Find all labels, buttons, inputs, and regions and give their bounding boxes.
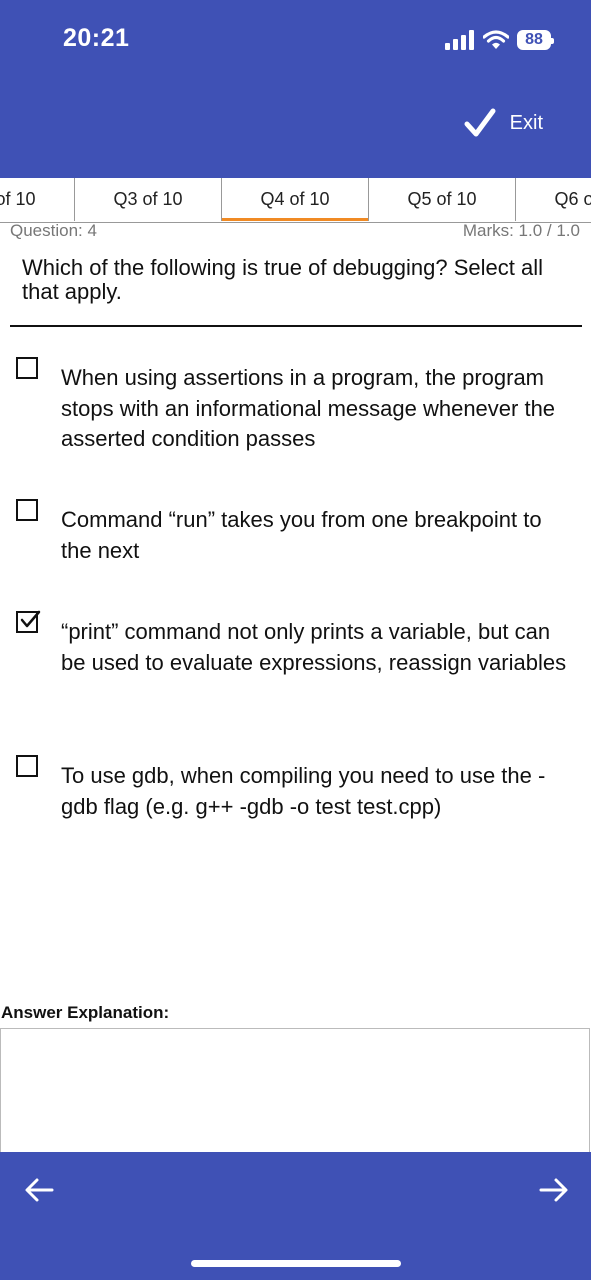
tab-q3[interactable]: Q3 of 10 [75, 178, 222, 221]
status-icons: 88 [445, 26, 554, 54]
option-checkbox[interactable] [16, 357, 38, 379]
question-number: Question: 4 [10, 221, 97, 240]
option-text: “print” command not only prints a variab… [61, 619, 567, 675]
home-indicator[interactable] [191, 1260, 401, 1267]
arrow-right-icon [539, 1178, 568, 1202]
option-checkbox[interactable] [16, 755, 38, 777]
option-text: Command “run” takes you from one breakpo… [61, 507, 542, 563]
tab-label: Q5 of 10 [407, 189, 477, 209]
exit-label: Exit [509, 111, 543, 134]
next-question-button[interactable] [535, 1174, 571, 1206]
answer-explanation-box [0, 1028, 590, 1158]
question-marks: Marks: 1.0 / 1.0 [462, 221, 580, 240]
tab-q2[interactable]: Q2 of 10 [0, 178, 75, 221]
question-tabs: Q2 of 10 Q3 of 10 Q4 of 10 Q5 of 10 Q6 o… [0, 178, 591, 223]
question-text: Which of the following is true of debugg… [22, 255, 543, 304]
exit-button[interactable]: Exit [464, 108, 543, 138]
status-time: 20:21 [63, 24, 130, 52]
top-app-bar: 20:21 88 Exit [0, 0, 591, 178]
option-text: When using assertions in a program, the … [61, 365, 556, 451]
battery-level: 88 [525, 31, 543, 48]
option-checkbox-checked[interactable] [16, 610, 41, 633]
tab-label: Q6 of 10 [554, 189, 591, 209]
bottom-nav-bar [0, 1152, 591, 1280]
tab-label: Q4 of 10 [260, 189, 330, 209]
checkmark-icon [20, 610, 41, 628]
tab-q5[interactable]: Q5 of 10 [369, 178, 516, 221]
arrow-left-icon [25, 1178, 54, 1202]
option-text: To use gdb, when compiling you need to u… [61, 763, 546, 819]
battery-icon: 88 [517, 30, 554, 50]
option-checkbox[interactable] [16, 499, 38, 521]
tab-label: Q2 of 10 [0, 189, 36, 209]
cellular-signal-icon [445, 30, 474, 50]
answer-explanation-label: Answer Explanation: [1, 1003, 170, 1022]
tab-label: Q3 of 10 [113, 189, 183, 209]
wifi-icon [483, 30, 509, 49]
divider [10, 325, 582, 327]
previous-question-button[interactable] [22, 1174, 58, 1206]
checkmark-icon [464, 108, 496, 137]
tab-q6[interactable]: Q6 of 10 [516, 178, 591, 221]
tab-q4[interactable]: Q4 of 10 [222, 178, 369, 221]
